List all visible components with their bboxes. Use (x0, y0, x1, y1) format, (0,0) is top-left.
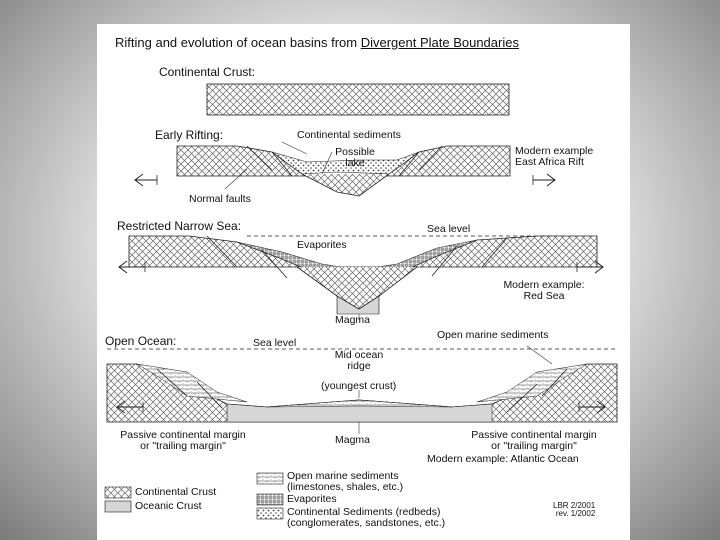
stage4-right-margin-line2: or "trailing margin" (491, 440, 577, 453)
stage2-rift-block (176, 145, 511, 197)
stage3-magma-label: Magma (335, 314, 371, 326)
legend-swatch-continental-sediments (256, 507, 284, 520)
stage4-arrow-right (578, 400, 606, 414)
stage2-arrow-right (532, 173, 556, 187)
stage3-example-line1: Modern example: (503, 279, 585, 291)
stage3-evaporites-label: Evaporites (297, 239, 347, 251)
stage2-possible-lake-line2: lake (345, 157, 365, 170)
stage3-arrow-right (576, 260, 604, 274)
stage4-example-label: Modern example: Atlantic Ocean (427, 453, 579, 465)
legend-oceanic-crust-label: Oceanic Crust (135, 500, 202, 512)
legend-continental-crust-label: Continental Crust (135, 486, 217, 498)
stage3-example-line2: Red Sea (523, 290, 565, 303)
stage4-leader-lines (358, 345, 553, 434)
legend-swatch-evaporites (256, 493, 284, 506)
legend-open-marine-line2: (limestones, shales, etc.) (287, 481, 404, 494)
legend-evaporites-label: Evaporites (287, 493, 337, 505)
stage4-ridge-line1: Mid ocean (334, 349, 384, 361)
diagram-sheet: Rifting and evolution of ocean basins fr… (97, 24, 630, 540)
stage2-possible-lake-line1: Possible (335, 146, 375, 158)
stage2-heading: Early Rifting: (155, 128, 224, 142)
stage3-example-label: Modern example:Red Sea (489, 279, 599, 303)
stage4-arrow-left (116, 400, 144, 414)
legend-continental-sediments-line1: Continental Sediments (redbeds) (287, 506, 441, 518)
legend-swatch-continental-crust (104, 486, 132, 499)
stage2-example-line1: Modern example (515, 145, 594, 157)
title-prefix: Rifting and evolution of ocean basins fr… (115, 35, 361, 50)
stage2-example-line2: East Africa Rift (515, 156, 584, 169)
stage4-magma-label: Magma (335, 434, 371, 446)
stage2-leader-lines (224, 141, 333, 190)
stage2-continental-sediments-label: Continental sediments (297, 129, 401, 141)
stage2-arrow-left (134, 173, 158, 187)
stage3-sea-level-label: Sea level (427, 223, 471, 235)
stage1-continental-crust-block (206, 83, 510, 116)
stage4-youngest-crust-label: (youngest crust) (321, 380, 397, 392)
legend-open-marine-label: Open marine sediments(limestones, shales… (287, 470, 404, 494)
stage3-sea-block (128, 235, 598, 315)
diagram-title: Rifting and evolution of ocean basins fr… (115, 36, 519, 50)
legend-continental-sediments-label: Continental Sediments (redbeds)(conglome… (287, 506, 446, 530)
stage4-open-marine-label: Open marine sediments (437, 329, 549, 341)
stage2-normal-faults-label: Normal faults (189, 193, 251, 205)
stage4-left-margin-line2: or "trailing margin" (140, 440, 226, 453)
stage3-arrow-left (118, 260, 146, 274)
stage3-heading: Restricted Narrow Sea: (117, 219, 242, 233)
stage4-heading: Open Ocean: (105, 334, 177, 348)
rifting-diagram (104, 83, 618, 520)
title-emphasis: Divergent Plate Boundaries (360, 35, 519, 50)
legend-open-marine-line1: Open marine sediments (287, 470, 399, 482)
stage1-heading: Continental Crust: (159, 65, 256, 79)
credit-line2: rev. 1/2002 (555, 509, 596, 519)
stage4-ridge-line2: ridge (347, 360, 371, 373)
stage4-ocean-block (106, 363, 618, 423)
stage4-right-margin-line1: Passive continental margin (471, 429, 597, 441)
stage4-sea-level-label: Sea level (253, 337, 297, 349)
legend-continental-sediments-line2: (conglomerates, sandstones, etc.) (287, 517, 446, 530)
legend-swatch-oceanic-crust (104, 500, 132, 513)
legend-swatch-open-marine-sediments (256, 472, 284, 485)
stage4-left-margin-line1: Passive continental margin (120, 429, 246, 441)
credit-line1: LBR 2/2001 (553, 501, 596, 510)
